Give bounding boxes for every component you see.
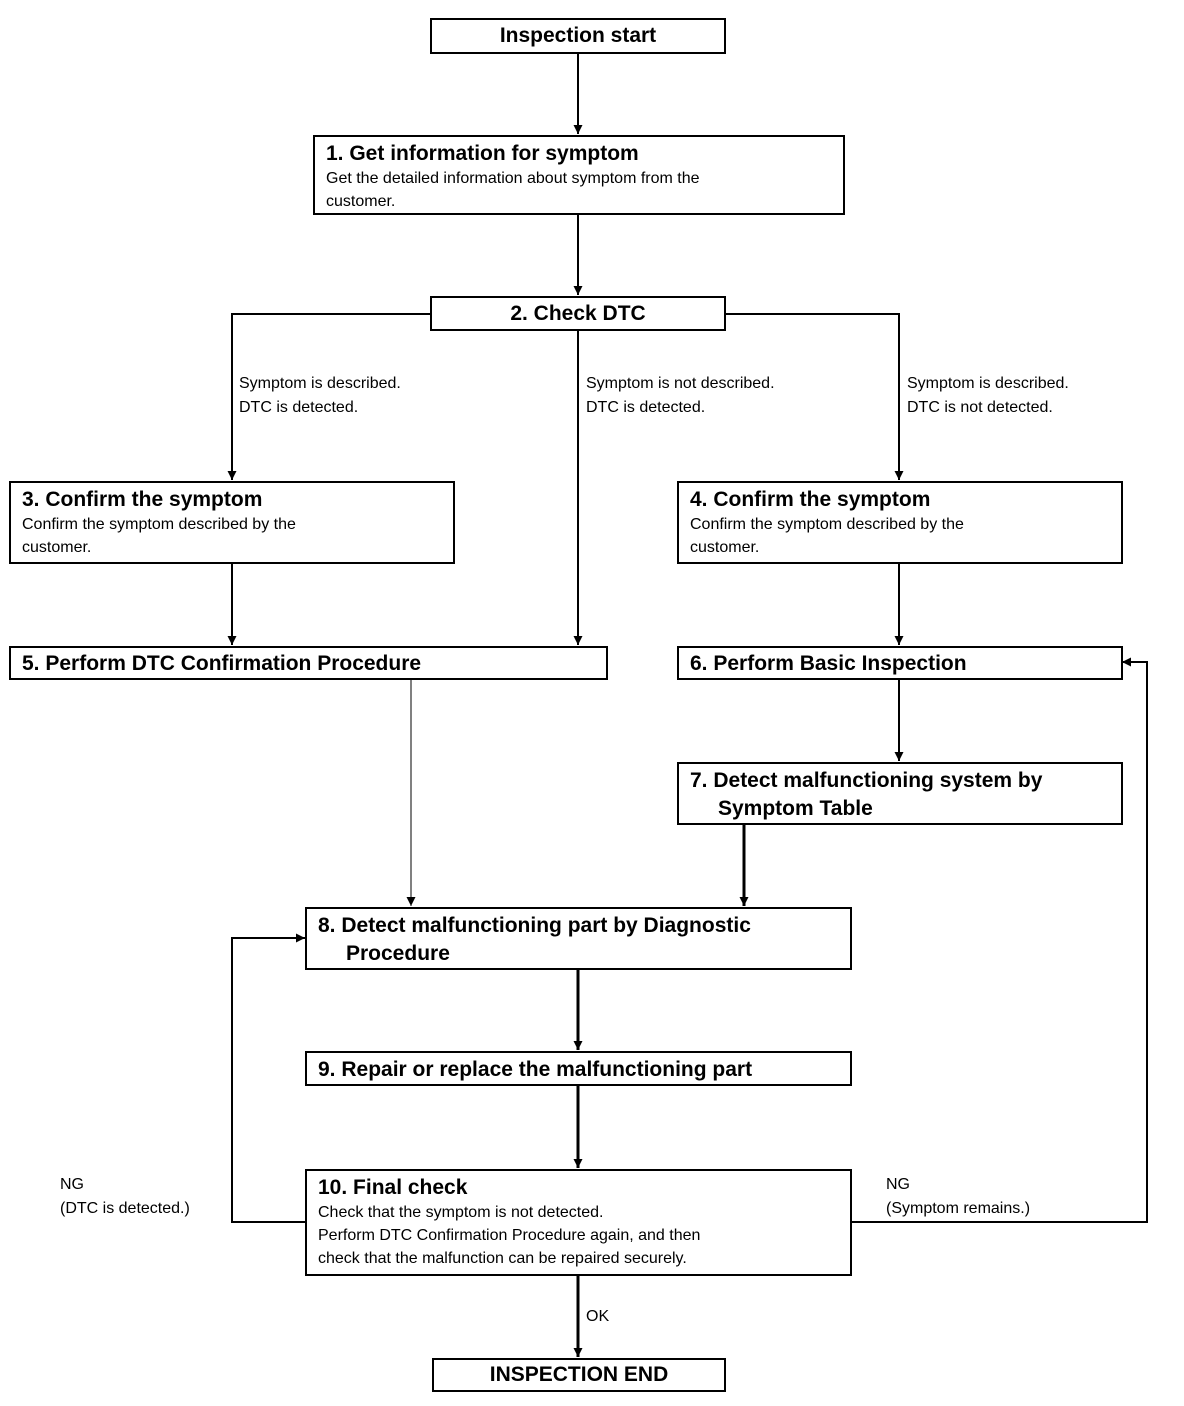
step-9-box: 9. Repair or replace the malfunctioning … xyxy=(305,1051,852,1086)
branch-right-line: Symptom is described. xyxy=(907,375,1069,392)
branch-right-line: DTC is not detected. xyxy=(907,399,1053,416)
arrow-ng-right-loop xyxy=(852,657,1148,1223)
arrow-step2-to-step4 xyxy=(726,313,904,480)
step-10-description: Check that the symptom is not detected. … xyxy=(318,1201,842,1270)
result-ng-left-line: (DTC is detected.) xyxy=(60,1200,190,1217)
branch-right-label: Symptom is described. DTC is not detecte… xyxy=(907,372,1069,420)
step-6-box: 6. Perform Basic Inspection xyxy=(677,646,1123,680)
result-ng-left-label: NG (DTC is detected.) xyxy=(60,1173,190,1221)
branch-left-line: Symptom is described. xyxy=(239,375,401,392)
step-10-description-line: check that the malfunction can be repair… xyxy=(318,1250,687,1267)
step-2-box: 2. Check DTC xyxy=(430,296,726,331)
branch-left-line: DTC is detected. xyxy=(239,399,359,416)
inspection-start-label: Inspection start xyxy=(499,24,657,47)
step-2-title: 2. Check DTC xyxy=(510,301,646,325)
step-1-description-line: customer. xyxy=(326,193,396,210)
step-8-box: 8. Detect malfunctioning part by Diagnos… xyxy=(305,907,852,970)
step-5-title: 5. Perform DTC Confirmation Procedure xyxy=(22,652,422,675)
step-4-description-line: customer. xyxy=(690,539,760,556)
result-ng-right-line: (Symptom remains.) xyxy=(886,1200,1031,1217)
result-ok-label: OK xyxy=(586,1308,610,1325)
step-3-title: 3. Confirm the symptom xyxy=(22,488,263,511)
step-3-description-line: Confirm the symptom described by the xyxy=(22,516,296,533)
arrow-ng-left-loop xyxy=(231,933,305,1223)
result-ng-left-line: NG xyxy=(60,1176,84,1193)
step-3-description: Confirm the symptom described by the cus… xyxy=(22,513,445,559)
arrow-step2-to-step3 xyxy=(227,313,431,480)
branch-middle-line: Symptom is not described. xyxy=(586,375,775,392)
branch-middle-line: DTC is detected. xyxy=(586,399,706,416)
step-10-description-line: Perform DTC Confirmation Procedure again… xyxy=(318,1227,701,1244)
step-10-box: 10. Final check Check that the symptom i… xyxy=(305,1169,852,1276)
result-ng-right-label: NG (Symptom remains.) xyxy=(886,1173,1030,1221)
step-4-title: 4. Confirm the symptom xyxy=(690,488,931,511)
step-7-title: 7. Detect malfunctioning system by Sympt… xyxy=(690,769,1043,820)
branch-left-label: Symptom is described. DTC is detected. xyxy=(239,372,401,420)
inspection-start-box: Inspection start xyxy=(430,18,726,54)
step-4-box: 4. Confirm the symptom Confirm the sympt… xyxy=(677,481,1123,564)
step-1-description-line: Get the detailed information about sympt… xyxy=(326,170,700,187)
step-6-title: 6. Perform Basic Inspection xyxy=(690,652,967,675)
step-1-description: Get the detailed information about sympt… xyxy=(326,167,835,213)
step-9-title: 9. Repair or replace the malfunctioning … xyxy=(318,1058,753,1081)
step-7-box: 7. Detect malfunctioning system by Sympt… xyxy=(677,762,1123,825)
step-8-title: 8. Detect malfunctioning part by Diagnos… xyxy=(318,914,751,965)
step-3-description-line: customer. xyxy=(22,539,92,556)
inspection-end-box: INSPECTION END xyxy=(432,1358,726,1392)
step-4-description: Confirm the symptom described by the cus… xyxy=(690,513,1113,559)
step-5-box: 5. Perform DTC Confirmation Procedure xyxy=(9,646,608,680)
step-10-title: 10. Final check xyxy=(318,1176,468,1199)
step-3-box: 3. Confirm the symptom Confirm the sympt… xyxy=(9,481,455,564)
step-10-description-line: Check that the symptom is not detected. xyxy=(318,1204,604,1221)
step-1-box: 1. Get information for symptom Get the d… xyxy=(313,135,845,215)
branch-middle-label: Symptom is not described. DTC is detecte… xyxy=(586,372,775,420)
inspection-end-label: INSPECTION END xyxy=(489,1363,669,1386)
step-1-title: 1. Get information for symptom xyxy=(326,142,639,165)
step-4-description-line: Confirm the symptom described by the xyxy=(690,516,964,533)
result-ng-right-line: NG xyxy=(886,1176,910,1193)
